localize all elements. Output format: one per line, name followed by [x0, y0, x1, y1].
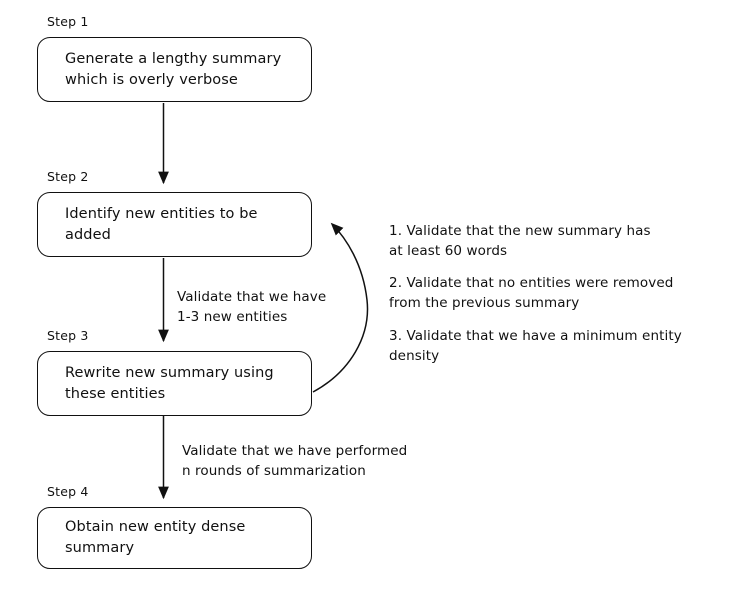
step-3-box[interactable]: Rewrite new summary using these entities — [37, 351, 312, 416]
edge-label-validate-entities: Validate that we have 1-3 new entities — [177, 289, 327, 325]
step-4-label: Step 4 — [47, 484, 89, 499]
step-1-label: Step 1 — [47, 14, 89, 29]
step-1-box[interactable]: Generate a lengthy summary which is over… — [37, 37, 312, 102]
validation-item-3: 3. Validate that we have a minimum entit… — [389, 328, 682, 364]
step-2-label: Step 2 — [47, 169, 89, 184]
edge-label-validate-rounds: Validate that we have performed n rounds… — [182, 443, 408, 479]
step-2-text: Identify new entities to be added — [65, 205, 258, 243]
step-4-box[interactable]: Obtain new entity dense summary — [37, 507, 312, 569]
step-1-text: Generate a lengthy summary which is over… — [65, 50, 282, 88]
validation-item-2: 2. Validate that no entities were remove… — [389, 275, 674, 311]
step-2-box[interactable]: Identify new entities to be added — [37, 192, 312, 257]
step-3-text: Rewrite new summary using these entities — [65, 364, 274, 402]
validation-item-1: 1. Validate that the new summary has at … — [389, 223, 651, 259]
step-3-label: Step 3 — [47, 328, 89, 343]
step-4-text: Obtain new entity dense summary — [65, 519, 246, 556]
